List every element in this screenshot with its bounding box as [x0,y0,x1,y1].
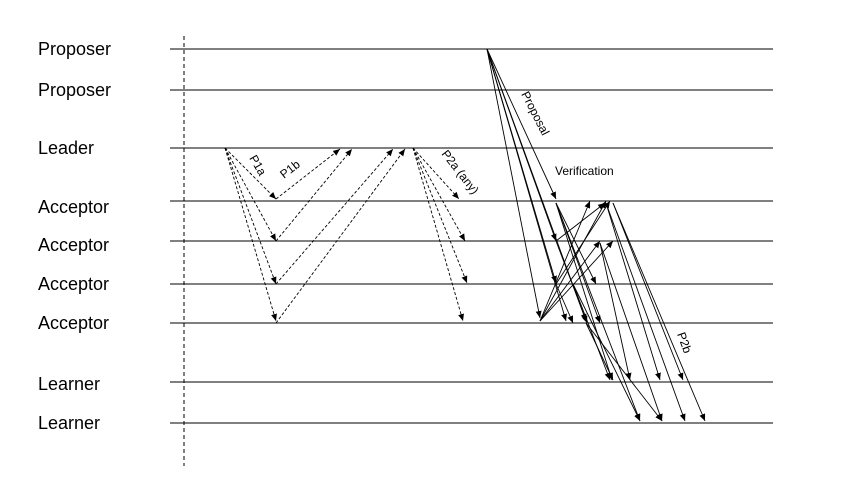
p2b-arrow [555,202,641,422]
verification-arrow [539,240,601,322]
role-label-proposer-1: Proposer [38,39,111,59]
role-label-leader: Leader [38,138,94,158]
p1a-messages [224,147,277,322]
p2b-arrow [585,322,614,381]
role-label-learner-2: Learner [38,413,100,433]
p2b-arrow [585,322,663,422]
p2b-arrow [599,242,663,422]
p1a-arrow [224,147,277,285]
p1a-arrow [224,147,277,322]
message-labels: P1a P1b P2a (any) Proposal Verification … [246,89,694,355]
proposal-messages [486,48,587,322]
p1a-arrow [224,147,277,242]
p2b-arrow [572,283,611,381]
p1a-label: P1a [246,153,269,179]
p1b-arrow [275,148,341,200]
role-label-learner-1: Learner [38,374,100,394]
p2b-label: P2b [674,330,695,355]
p2a-arrow [412,147,464,322]
proposal-arrow [486,48,557,200]
p2b-arrow [599,242,632,381]
verification-arrow [555,283,574,324]
proposal-arrow [486,48,542,319]
proposal-arrow [486,48,567,322]
role-label-acceptor-2: Acceptor [38,235,109,255]
role-label-acceptor-1: Acceptor [38,197,109,217]
lanes [170,48,773,424]
role-label-proposer-2: Proposer [38,80,111,100]
verification-arrow [555,200,611,285]
p2a-arrow [412,147,460,200]
p2b-arrow [612,202,706,422]
p2b-messages [555,202,706,422]
p1a-arrow [224,147,277,200]
p2a-arrow [412,147,468,284]
p2a-arrow [412,147,466,242]
role-labels: Proposer Proposer Leader Acceptor Accept… [38,39,111,433]
verification-label: Verification [555,164,614,178]
p1b-messages [275,148,406,324]
role-label-acceptor-3: Acceptor [38,274,109,294]
verification-arrow [555,202,606,242]
verification-arrow [539,200,607,322]
verification-arrow [555,202,597,285]
verification-arrow [539,240,614,322]
verification-arrow [555,240,588,324]
p2b-arrow [572,283,641,422]
p2b-arrow [555,202,613,381]
role-label-acceptor-4: Acceptor [38,313,109,333]
p1b-arrow [275,148,406,324]
p2a-messages [412,147,468,322]
p2b-arrow [605,202,661,381]
verification-messages [539,200,614,324]
p2b-arrow [605,202,686,422]
p2b-arrow [612,202,684,381]
proposal-label: Proposal [518,89,552,138]
p2a-label: P2a (any) [439,147,482,197]
p1b-label: P1b [277,157,303,181]
